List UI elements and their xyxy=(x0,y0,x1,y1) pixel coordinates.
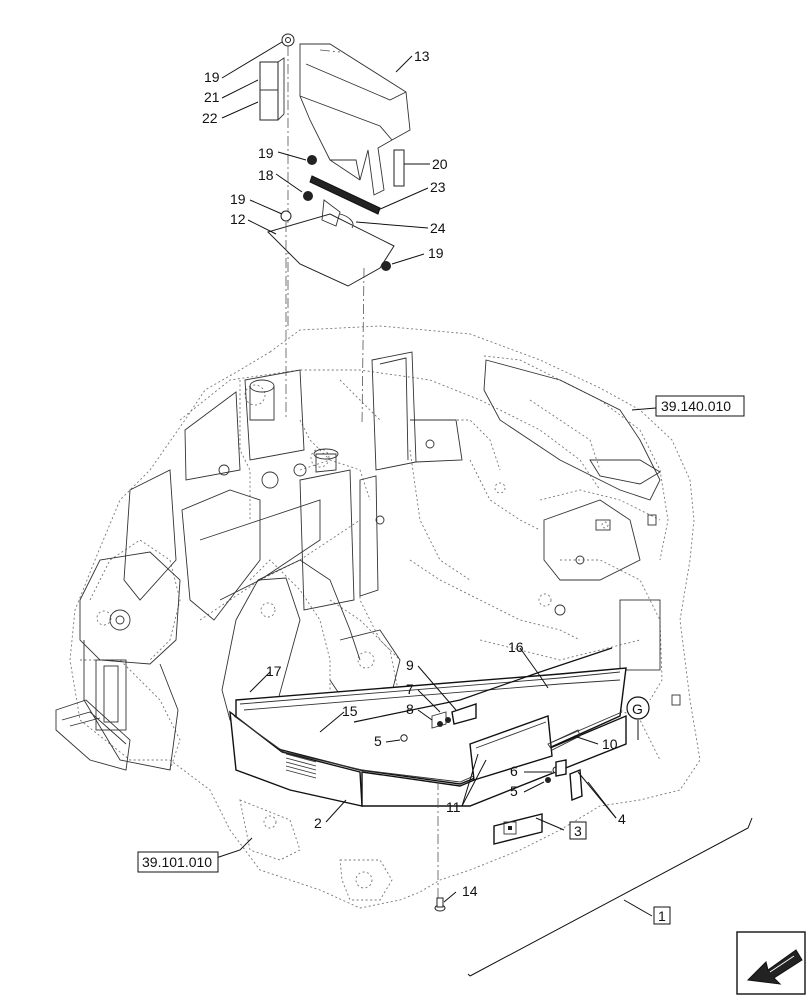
view-marker-letter: G xyxy=(632,701,643,717)
hinge-parts xyxy=(400,703,583,845)
callout-12: 12 xyxy=(230,211,246,227)
reference-text-39-140-010: 39.140.010 xyxy=(661,398,731,414)
spacer-20 xyxy=(393,149,405,187)
reference-box-top-right[interactable]: 39.140.010 xyxy=(655,395,745,417)
boxed-callout-1-text: 1 xyxy=(658,908,666,924)
top-bracket-13 xyxy=(299,43,411,196)
bolt-14 xyxy=(434,897,446,912)
callout-19: 19 xyxy=(204,69,220,85)
cover-assembly-2 xyxy=(229,647,627,807)
callout-4: 4 xyxy=(618,811,626,827)
callout-18: 18 xyxy=(258,167,274,183)
callout-17: 17 xyxy=(266,663,282,679)
plate-12 xyxy=(267,199,395,287)
machine-frame-outline xyxy=(69,325,701,909)
callout-5: 5 xyxy=(510,783,518,799)
callout-24: 24 xyxy=(430,220,446,236)
callout-5: 5 xyxy=(374,733,382,749)
centerline-b xyxy=(319,49,341,53)
callout-7: 7 xyxy=(406,681,414,697)
callout-15: 15 xyxy=(342,703,358,719)
callout-14: 14 xyxy=(462,883,478,899)
part-callouts: 19 21 22 13 19 20 18 23 19 12 24 19 17 1… xyxy=(202,48,626,899)
strip-23 xyxy=(309,175,381,215)
callout-23: 23 xyxy=(430,179,446,195)
callout-19: 19 xyxy=(258,145,274,161)
callout-16: 16 xyxy=(508,639,524,655)
callout-20: 20 xyxy=(432,156,448,172)
callout-9: 9 xyxy=(406,657,414,673)
callout-6: 6 xyxy=(510,763,518,779)
callout-19: 19 xyxy=(428,245,444,261)
centerline-d xyxy=(361,267,365,425)
nut-19-top xyxy=(281,33,295,47)
reference-text-39-101-010: 39.101.010 xyxy=(142,854,212,870)
callout-10: 10 xyxy=(602,736,618,752)
callout-21: 21 xyxy=(204,89,220,105)
arrow-left-icon[interactable] xyxy=(736,931,806,995)
callout-8: 8 xyxy=(406,701,414,717)
boxed-callout-3-text: 3 xyxy=(574,823,582,839)
boxed-callout-1: 1 xyxy=(653,906,671,925)
reference-box-bottom-left[interactable]: 39.101.010 xyxy=(137,851,219,873)
pad-21-22 xyxy=(259,57,285,121)
view-marker-g: G xyxy=(626,696,650,720)
leader-lines xyxy=(215,41,753,977)
callout-22: 22 xyxy=(202,110,218,126)
nuts-19-18 xyxy=(280,155,391,271)
callout-11: 11 xyxy=(446,799,461,815)
callout-2: 2 xyxy=(314,815,322,831)
boxed-callout-3: 3 xyxy=(569,821,587,840)
callout-13: 13 xyxy=(414,48,430,64)
callout-19: 19 xyxy=(230,191,246,207)
